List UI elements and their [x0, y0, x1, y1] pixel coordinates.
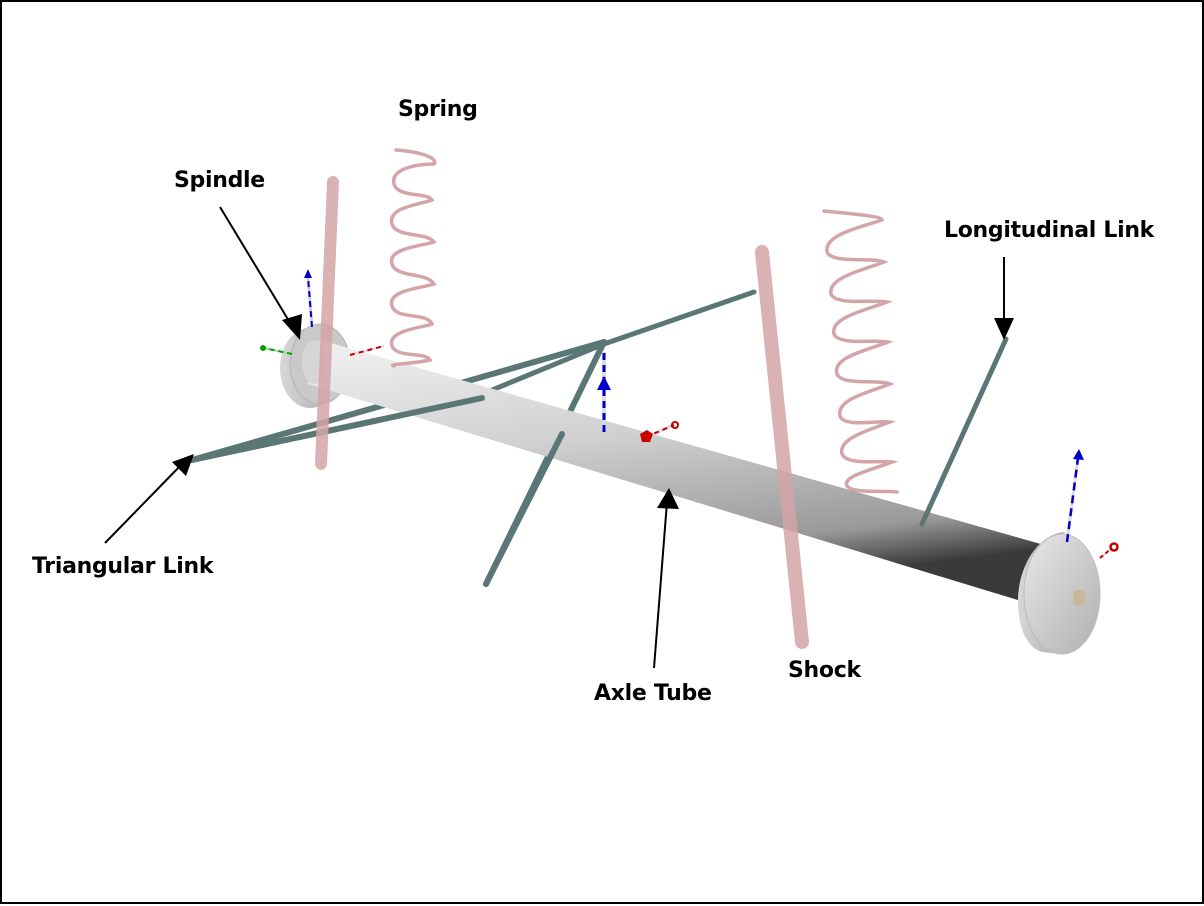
longitudinal-link-arrowhead: [994, 318, 1014, 340]
label-axle-tube: Axle Tube: [594, 681, 712, 706]
label-triangular-link: Triangular Link: [32, 554, 214, 579]
label-longitudinal-link: Longitudinal Link: [944, 218, 1155, 243]
left-shock: [315, 176, 339, 470]
spindle-arrow: [219, 206, 293, 327]
callout-arrows: [104, 206, 1005, 669]
axis-marker-center: [597, 352, 679, 442]
label-shock: Shock: [788, 658, 861, 683]
triangular-link-arrow: [104, 463, 183, 544]
right-spindle: [1018, 532, 1101, 655]
spindle-arrowhead: [282, 314, 302, 340]
right-spindle-face: [1023, 533, 1101, 655]
axis-marker-right: [1065, 449, 1119, 559]
longitudinal-link: [919, 336, 1009, 527]
right-spring: [822, 209, 899, 494]
axis-marker-left: [260, 269, 385, 356]
triangular-link: [189, 289, 757, 587]
axle-tube-body: [308, 340, 1062, 608]
triangular-link-arrowhead: [172, 454, 194, 476]
bushing: [1073, 590, 1085, 606]
label-spring: Spring: [398, 97, 478, 122]
right-shock: [755, 245, 809, 649]
triangular-link-front-arm: [189, 395, 485, 463]
left-spring: [389, 148, 437, 368]
callout-arrowheads: [172, 314, 1014, 509]
axle-tube-arrow: [653, 501, 668, 669]
axle-tube-arrowhead: [657, 488, 679, 509]
triangular-link-lower-arm: [483, 431, 565, 587]
axle-tube: [302, 340, 1062, 608]
label-spindle: Spindle: [174, 168, 265, 193]
